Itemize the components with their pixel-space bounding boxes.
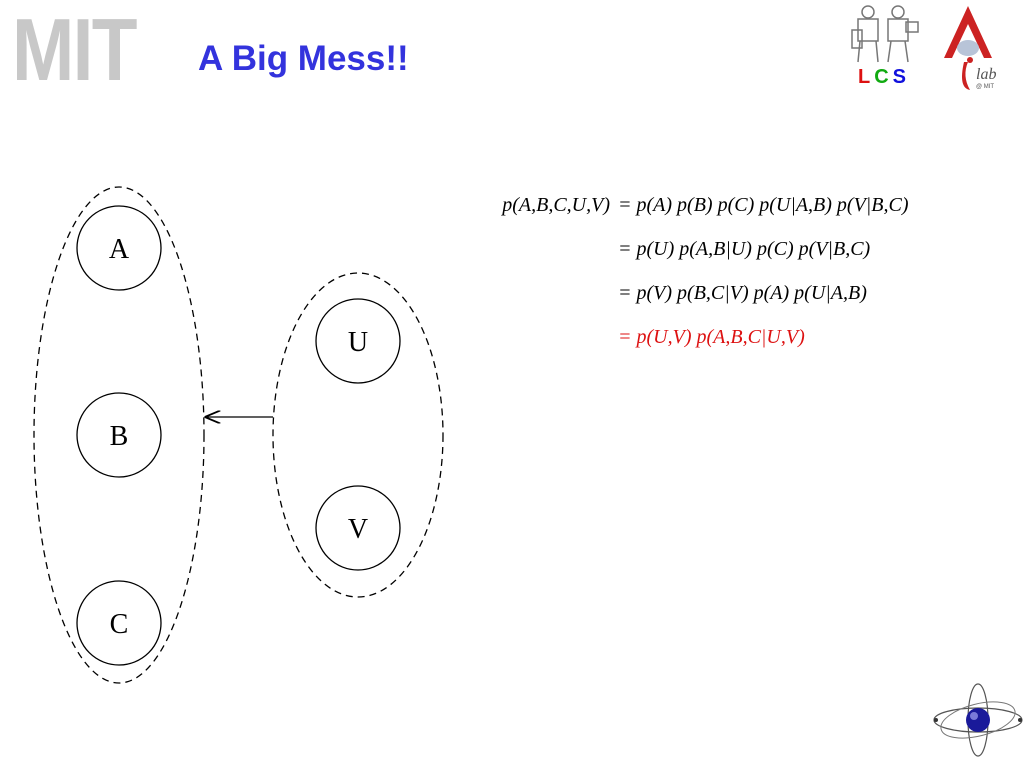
equation-rhs-4: = p(U,V) p(A,B,C|U,V) [618,326,805,348]
ilab-logo-icon [944,6,992,90]
left-group-ellipse [33,186,205,684]
node-u: U [315,298,401,384]
ilab-text: lab [976,66,997,83]
node-c-label: C [110,609,129,640]
equation-row-3: = p(V) p(B,C|V) p(A) p(U|A,B) [440,276,1020,310]
node-b: B [76,392,162,478]
equation-rhs-1: = p(A) p(B) p(C) p(U|A,B) p(V|B,C) [618,194,909,216]
node-a-label: A [109,234,130,265]
lcs-logo-icon [851,5,919,63]
equation-row-4: = p(U,V) p(A,B,C|U,V) [440,320,1020,354]
ilab-subtext: @ MIT [976,84,995,90]
node-v: V [315,485,401,571]
equation-rhs-3: = p(V) p(B,C|V) p(A) p(U|A,B) [618,282,867,304]
equation-row-1: p(A,B,C,U,V) = p(A) p(B) p(C) p(U|A,B) p… [440,188,1020,222]
bayes-net-diagram: A B C U V [33,186,444,684]
orbit-globe-icon [933,683,1023,757]
node-b-label: B [110,421,129,452]
node-a: A [76,205,162,291]
slide-title: A Big Mess!! [198,39,409,78]
equation-row-2: = p(U) p(A,B|U) p(C) p(V|B,C) [440,232,1020,266]
lcs-letter-c: C [874,66,893,88]
lcs-letter-s: S [892,66,911,88]
right-group-ellipse [272,272,444,598]
node-u-label: U [348,327,368,358]
equation-rhs-2: = p(U) p(A,B|U) p(C) p(V|B,C) [618,238,871,260]
mit-logo: MIT [12,0,137,99]
lcs-letters: LCS [858,66,910,89]
lcs-letter-l: L [858,66,875,88]
node-c: C [76,580,162,666]
node-v-label: V [348,514,368,545]
equation-lhs: p(A,B,C,U,V) [502,194,610,216]
